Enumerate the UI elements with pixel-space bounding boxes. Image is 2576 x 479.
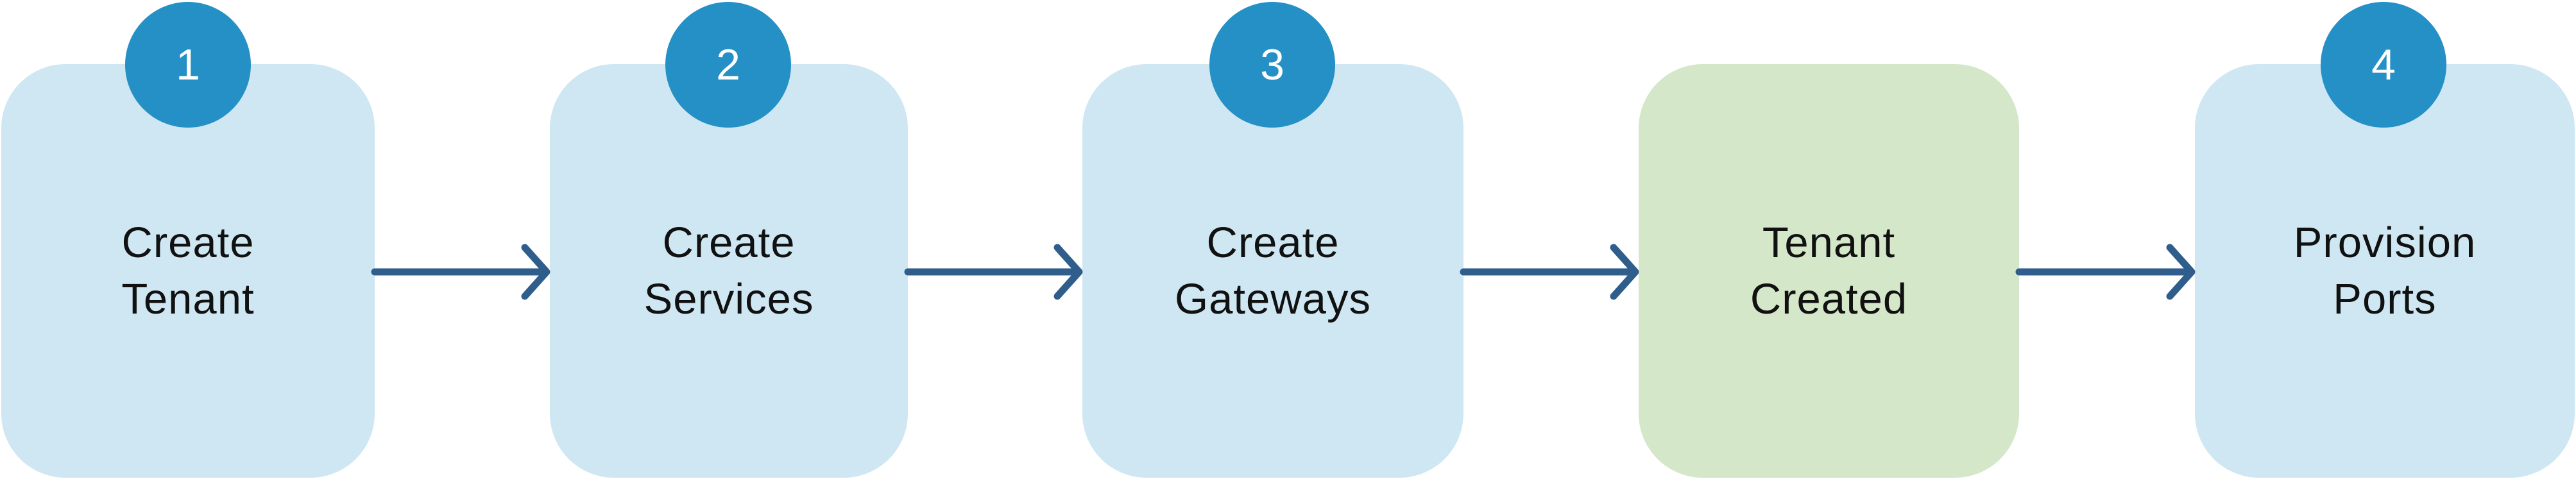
step-label-provision-ports: Provision Ports bbox=[2293, 218, 2477, 323]
step-number-badge-2: 2 bbox=[665, 2, 791, 128]
arrow-step1-to-step2 bbox=[371, 244, 550, 300]
step-number-badge-4: 4 bbox=[2321, 2, 2446, 128]
step-box-provision-ports: Provision Ports bbox=[2195, 64, 2575, 478]
step-box-create-services: Create Services bbox=[550, 64, 908, 478]
step-label-create-services: Create Services bbox=[644, 218, 814, 323]
step-box-create-gateways: Create Gateways bbox=[1082, 64, 1463, 478]
milestone-label-tenant-created: Tenant Created bbox=[1750, 218, 1908, 323]
step-box-create-tenant: Create Tenant bbox=[1, 64, 375, 478]
arrow-step3-to-milestone bbox=[1460, 244, 1639, 300]
arrow-step2-to-step3 bbox=[904, 244, 1083, 300]
step-number-badge-3: 3 bbox=[1209, 2, 1335, 128]
milestone-box-tenant-created: Tenant Created bbox=[1639, 64, 2019, 478]
step-label-create-tenant: Create Tenant bbox=[121, 218, 255, 323]
step-label-create-gateways: Create Gateways bbox=[1175, 218, 1371, 323]
step-number-badge-1: 1 bbox=[125, 2, 251, 128]
arrow-milestone-to-step4 bbox=[2015, 244, 2196, 300]
